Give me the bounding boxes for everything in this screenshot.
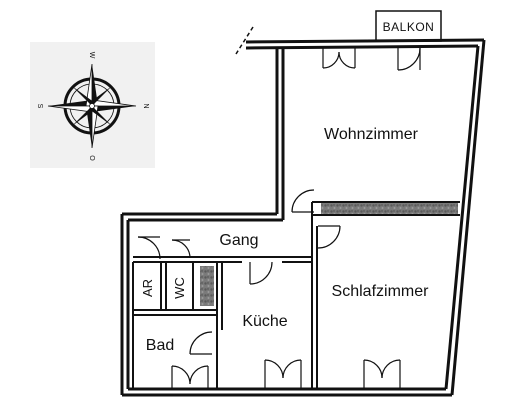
door-kueche[interactable]	[249, 261, 273, 285]
wall-break-mark	[235, 26, 254, 55]
room-label-wohnzimmer: Wohnzimmer	[324, 126, 419, 143]
compass-letter-south: S	[36, 104, 43, 109]
balcony-door-right[interactable]	[397, 47, 421, 71]
interior-walls	[132, 201, 460, 389]
room-label-wc: WC	[172, 277, 187, 299]
shaft-horizontal	[321, 203, 458, 214]
door-gang-inner[interactable]	[171, 239, 191, 259]
door-entrance[interactable]	[137, 236, 161, 260]
room-label-gang: Gang	[219, 232, 258, 249]
window-bad	[171, 365, 209, 389]
door-wohnzimmer[interactable]	[291, 189, 315, 213]
shaft-vertical	[200, 266, 214, 306]
compass-rose-icon	[47, 63, 137, 149]
room-label-schlafzimmer: Schlafzimmer	[332, 283, 430, 300]
room-label-ar: AR	[140, 279, 155, 297]
room-label-kueche: Küche	[242, 313, 287, 330]
compass: W O S N	[30, 42, 155, 168]
balcony-label: BALKON	[383, 20, 435, 34]
exterior-walls	[120, 38, 486, 397]
balcony-door-left[interactable]	[322, 48, 356, 69]
balcony-box	[375, 10, 442, 42]
door-bad[interactable]	[189, 331, 213, 355]
compass-letter-north: N	[142, 103, 149, 108]
balcony: BALKON	[375, 10, 442, 42]
window-schlafzimmer	[363, 359, 401, 389]
window-kueche	[264, 359, 302, 389]
compass-letter-east: O	[88, 155, 95, 161]
compass-letter-west: W	[88, 52, 95, 59]
door-schlafzimmer[interactable]	[317, 225, 341, 249]
room-label-bad: Bad	[146, 337, 174, 354]
